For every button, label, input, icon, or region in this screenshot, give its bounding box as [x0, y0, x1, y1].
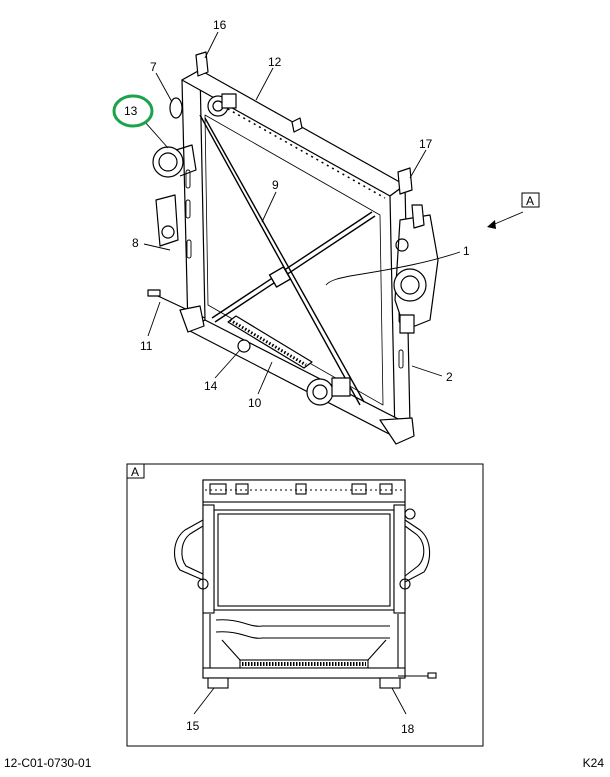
callout-8: 8 — [132, 236, 139, 250]
callout-13: 13 — [124, 104, 138, 118]
radiator-front-view — [174, 479, 437, 689]
tie-rods — [199, 114, 376, 406]
top-frame-rail — [181, 69, 406, 197]
radiator-core — [204, 114, 384, 406]
view-tag-box-main — [521, 192, 540, 208]
view-tag-detail: A — [131, 465, 139, 479]
callout-15: 15 — [186, 719, 200, 733]
radiator-core-front — [213, 509, 395, 611]
callout-9: 9 — [272, 178, 279, 192]
highlight-circle — [112, 94, 154, 128]
sheet-code: K24 — [582, 756, 604, 770]
callout-11: 11 — [140, 339, 153, 353]
lower-outlet — [306, 377, 351, 406]
leader-lines-detail — [193, 687, 407, 715]
callout-17: 17 — [419, 137, 433, 151]
leader-lines-iso — [143, 31, 524, 395]
right-outlet-housing — [393, 204, 439, 334]
callout-7: 7 — [150, 60, 157, 74]
bottom-frame-rail — [187, 319, 411, 438]
view-tag-box-detail — [126, 463, 145, 479]
detail-view-border — [126, 463, 484, 747]
radiator-assembly-iso — [147, 51, 439, 445]
view-tag-main: A — [526, 194, 534, 208]
left-frame-rail — [181, 69, 206, 331]
upper-hose-outlet — [152, 144, 197, 178]
callout-14: 14 — [204, 379, 218, 393]
upper-cap — [207, 93, 237, 117]
callout-16: 16 — [213, 18, 227, 32]
drain-valve — [237, 339, 251, 353]
callout-12: 12 — [268, 55, 282, 69]
drawing-number: 12-C01-0730-01 — [4, 756, 92, 770]
callout-18: 18 — [401, 722, 415, 736]
callout-10: 10 — [248, 396, 262, 410]
lower-tank-front — [239, 659, 369, 669]
callout-1: 1 — [463, 244, 470, 258]
callout-2: 2 — [446, 370, 453, 384]
